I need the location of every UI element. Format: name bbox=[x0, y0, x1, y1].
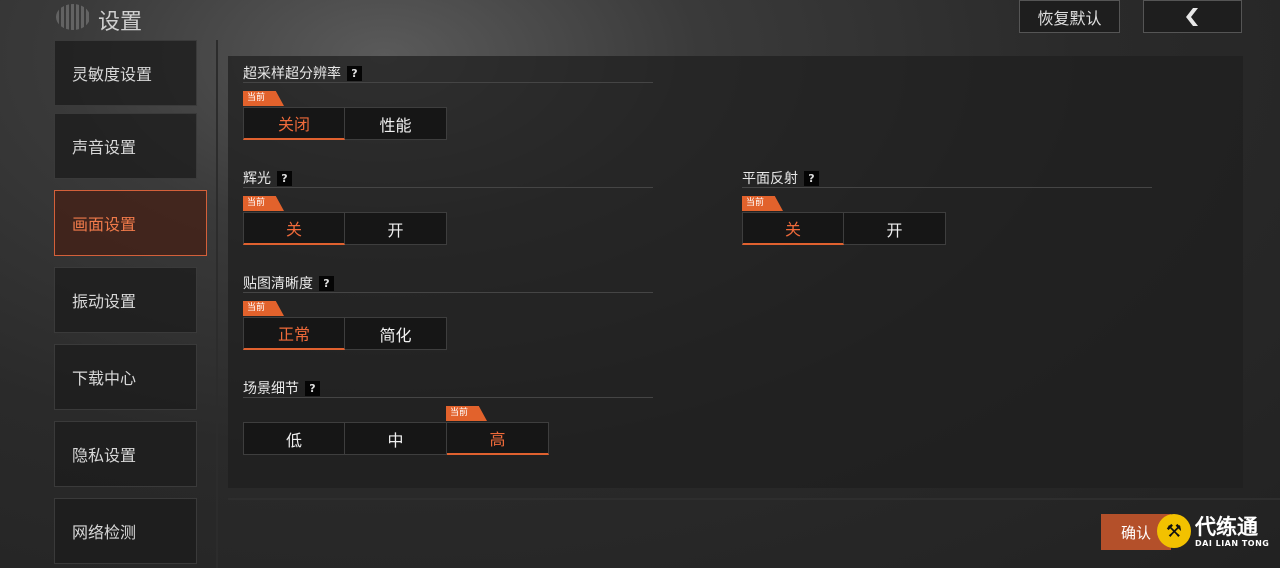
planar-reflection-selector: 当前 关 开 bbox=[742, 196, 946, 245]
option-label: 中 bbox=[387, 430, 404, 450]
option-label: 关 bbox=[784, 220, 801, 239]
game-logo-icon bbox=[56, 4, 90, 30]
current-tag: 当前 bbox=[446, 406, 487, 421]
sidebar-item-network-test[interactable]: 网络检测 bbox=[54, 498, 197, 564]
scene-detail-option-high[interactable]: 当前 高 bbox=[446, 406, 549, 455]
sidebar-item-privacy[interactable]: 隐私设置 bbox=[54, 421, 197, 487]
setting-title: 超采样超分辨率 bbox=[243, 66, 341, 82]
sidebar-item-label: 网络检测 bbox=[72, 523, 137, 542]
planar-reflection-option-off[interactable]: 当前 关 bbox=[742, 196, 844, 245]
option-label: 高 bbox=[489, 430, 506, 449]
option-label: 关闭 bbox=[277, 115, 310, 134]
setting-title: 场景细节 bbox=[243, 381, 299, 397]
help-icon[interactable]: ? bbox=[804, 170, 819, 186]
supersampling-label: 超采样超分辨率 ? bbox=[243, 63, 362, 83]
help-icon[interactable]: ? bbox=[277, 170, 292, 186]
scene-detail-option-medium[interactable]: 中 bbox=[345, 422, 447, 455]
brand-logo-icon: ⚒ bbox=[1157, 514, 1191, 548]
option-label: 开 bbox=[886, 220, 903, 240]
current-tag: 当前 bbox=[243, 301, 284, 316]
help-icon[interactable]: ? bbox=[305, 380, 320, 396]
brand-text: 代练通 DAI LIAN TONG bbox=[1195, 515, 1269, 548]
top-bar: 设置 恢复默认 bbox=[0, 0, 1280, 40]
sidebar-item-sensitivity[interactable]: 灵敏度设置 bbox=[54, 40, 197, 106]
scene-detail-option-low[interactable]: 低 bbox=[243, 422, 345, 455]
option-label: 开 bbox=[387, 220, 404, 240]
option-label: 性能 bbox=[379, 115, 412, 135]
sidebar-item-sound[interactable]: 声音设置 bbox=[54, 113, 197, 179]
help-icon[interactable]: ? bbox=[319, 275, 334, 291]
restore-default-label: 恢复默认 bbox=[1037, 8, 1102, 28]
sidebar-item-graphics[interactable]: 画面设置 bbox=[54, 190, 207, 256]
planar-reflection-label: 平面反射 ? bbox=[742, 168, 819, 188]
divider bbox=[742, 187, 1152, 188]
setting-title: 辉光 bbox=[243, 171, 271, 187]
current-tag: 当前 bbox=[243, 196, 284, 211]
bloom-selector: 当前 关 开 bbox=[243, 196, 447, 245]
sidebar-item-label: 下载中心 bbox=[72, 369, 137, 388]
option-label: 简化 bbox=[379, 325, 412, 345]
sidebar-item-label: 隐私设置 bbox=[72, 446, 137, 465]
brand-subtitle: DAI LIAN TONG bbox=[1195, 538, 1270, 548]
footer-divider bbox=[228, 498, 1280, 500]
sidebar-item-label: 声音设置 bbox=[72, 138, 137, 157]
restore-default-button[interactable]: 恢复默认 bbox=[1019, 0, 1120, 33]
supersampling-selector: 当前 关闭 性能 bbox=[243, 91, 447, 140]
setting-title: 平面反射 bbox=[742, 171, 798, 187]
sidebar-item-vibration[interactable]: 振动设置 bbox=[54, 267, 197, 333]
page-title: 设置 bbox=[98, 10, 143, 35]
chevron-left-icon bbox=[1185, 7, 1198, 26]
divider bbox=[243, 292, 653, 293]
divider bbox=[243, 187, 653, 188]
help-icon[interactable]: ? bbox=[347, 65, 362, 81]
brand-name: 代练通 bbox=[1195, 514, 1258, 539]
divider bbox=[243, 397, 653, 398]
sidebar-item-label: 画面设置 bbox=[72, 215, 137, 234]
bloom-option-on[interactable]: 开 bbox=[345, 212, 447, 245]
sidebar-divider bbox=[216, 40, 218, 568]
supersampling-option-performance[interactable]: 性能 bbox=[345, 107, 447, 140]
scene-detail-label: 场景细节 ? bbox=[243, 378, 320, 398]
setting-title: 贴图清晰度 bbox=[243, 276, 313, 292]
sidebar-item-label: 振动设置 bbox=[72, 292, 137, 311]
option-label: 低 bbox=[285, 430, 302, 450]
option-label: 关 bbox=[285, 220, 302, 239]
back-button[interactable] bbox=[1143, 0, 1242, 33]
current-tag: 当前 bbox=[243, 91, 284, 106]
brand-watermark: ⚒ 代练通 DAI LIAN TONG bbox=[1157, 514, 1269, 548]
texture-quality-option-simplified[interactable]: 简化 bbox=[345, 317, 447, 350]
bloom-option-off[interactable]: 当前 关 bbox=[243, 196, 345, 245]
confirm-label: 确认 bbox=[1120, 523, 1151, 542]
bloom-label: 辉光 ? bbox=[243, 168, 292, 188]
sidebar-item-download-center[interactable]: 下载中心 bbox=[54, 344, 197, 410]
texture-quality-selector: 当前 正常 简化 bbox=[243, 301, 447, 350]
texture-quality-label: 贴图清晰度 ? bbox=[243, 273, 334, 293]
planar-reflection-option-on[interactable]: 开 bbox=[844, 212, 946, 245]
supersampling-option-off[interactable]: 当前 关闭 bbox=[243, 91, 345, 140]
texture-quality-option-normal[interactable]: 当前 正常 bbox=[243, 301, 345, 350]
option-label: 正常 bbox=[277, 325, 310, 344]
current-tag: 当前 bbox=[742, 196, 783, 211]
scene-detail-selector: 低 中 当前 高 bbox=[243, 406, 549, 455]
divider bbox=[243, 82, 653, 83]
sidebar-item-label: 灵敏度设置 bbox=[72, 65, 153, 84]
